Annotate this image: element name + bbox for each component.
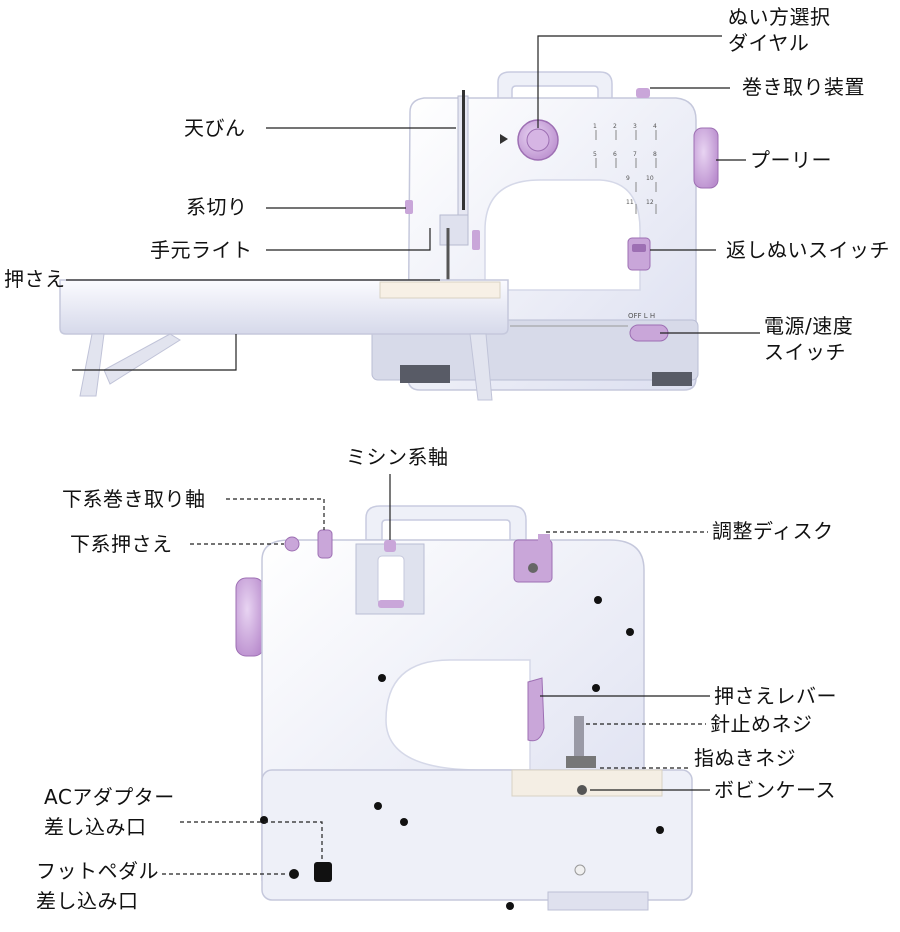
table-leg-brace <box>103 333 181 385</box>
label-bobbin-winder: 巻き取り装置 <box>742 75 865 99</box>
label-stitch-dial: ぬい方選択 ダイヤル <box>728 4 831 56</box>
stitch-dial-center <box>526 128 550 152</box>
indicator <box>574 864 586 876</box>
presser-lever-front <box>472 230 480 250</box>
stitch-number-9: 9 <box>626 175 630 182</box>
label-thread-cutter: 系切り <box>186 195 248 219</box>
switch-position-labels: OFF L H <box>628 312 655 320</box>
stitch-number-5: 5 <box>593 151 597 158</box>
arm-opening <box>484 179 641 291</box>
label-ac-adapter-line2: 差し込み口 <box>44 815 147 839</box>
label-ac-adapter: ACアダプター 差し込み口 <box>44 784 175 840</box>
label-stitch-dial-line1: ぬい方選択 <box>728 5 831 29</box>
table-leg-left <box>79 333 105 397</box>
stitch-number-7: 7 <box>633 151 637 158</box>
ac-adapter-port <box>314 862 332 882</box>
stitch-number-6: 6 <box>613 151 617 158</box>
label-spool-pin: ミシン系軸 <box>346 445 449 469</box>
stitch-number-3: 3 <box>633 123 637 130</box>
pulley-wheel <box>693 127 719 189</box>
bobbin-winder <box>636 88 650 98</box>
dial-pointer <box>500 134 508 144</box>
label-foot-pedal: フットペダル 差し込み口 <box>36 858 159 914</box>
screw-holes <box>260 596 664 910</box>
bottom-leader-lines <box>162 474 710 875</box>
machine-base <box>371 319 699 381</box>
needle-plate <box>379 281 501 299</box>
label-foot-pedal-line1: フットペダル <box>36 859 159 883</box>
top-leader-lines <box>66 35 760 371</box>
label-adjust-disc: 調整ディスク <box>712 519 834 543</box>
label-ac-adapter-line1: ACアダプター <box>44 785 175 809</box>
label-bobbin-case: ボビンケース <box>714 778 836 802</box>
reverse-switch <box>627 237 651 271</box>
back-view-machine <box>235 505 693 911</box>
label-thread-takeup: 天びん <box>184 116 246 140</box>
thread-cutter <box>405 200 413 214</box>
label-needle-screw: 針止めネジ <box>710 712 813 736</box>
label-thimble-screw: 指ぬきネジ <box>694 746 797 770</box>
bobbin-presser <box>284 536 300 552</box>
back-pulley <box>235 577 265 657</box>
spool-cap-top <box>384 540 396 552</box>
stitch-number-1: 1 <box>593 123 597 130</box>
label-power-speed-line2: スイッチ <box>764 340 846 364</box>
presser-lever <box>527 677 545 742</box>
back-needle-plate <box>511 769 663 797</box>
label-power-speed: 電源/速度 スイッチ <box>764 313 853 365</box>
stitch-number-2: 2 <box>613 123 617 130</box>
needle-bar-housing <box>439 214 469 246</box>
front-view-machine: OFF L H <box>59 71 719 401</box>
label-presser-lever: 押さえレバー <box>714 684 837 708</box>
stitch-number-8: 8 <box>653 151 657 158</box>
spool-cap-bottom <box>378 600 404 608</box>
label-bobbin-presser: 下系押さえ <box>70 532 173 556</box>
label-work-light: 手元ライト <box>150 238 253 262</box>
bobbin-case-screw <box>577 785 587 795</box>
back-arm-opening <box>385 659 531 771</box>
table-leg-right <box>469 333 493 401</box>
stitch-chart <box>595 130 657 214</box>
foot-right <box>652 372 692 386</box>
label-presser-foot: 押さえ <box>4 267 66 291</box>
takeup-lever <box>462 90 465 210</box>
back-presser-foot <box>566 756 596 768</box>
label-power-speed-line1: 電源/速度 <box>764 314 854 338</box>
label-bobbin-winder-shaft: 下系巻き取り軸 <box>62 487 206 511</box>
label-reverse-switch: 返しぬいスイッチ <box>726 238 890 262</box>
stitch-number-12: 12 <box>646 199 654 206</box>
label-foot-pedal-line2: 差し込み口 <box>36 889 139 913</box>
bobbin-winder-shaft <box>317 529 333 559</box>
label-stitch-dial-line2: ダイヤル <box>728 31 810 55</box>
stitch-number-10: 10 <box>646 175 654 182</box>
tension-disc <box>513 539 553 583</box>
stitch-number-4: 4 <box>653 123 657 130</box>
label-pulley: プーリー <box>750 148 832 172</box>
back-drawer <box>547 891 649 911</box>
stitch-number-11: 11 <box>626 199 634 206</box>
needle-clamp <box>574 716 584 756</box>
thread-spool <box>377 555 405 605</box>
foot-left <box>400 365 450 383</box>
